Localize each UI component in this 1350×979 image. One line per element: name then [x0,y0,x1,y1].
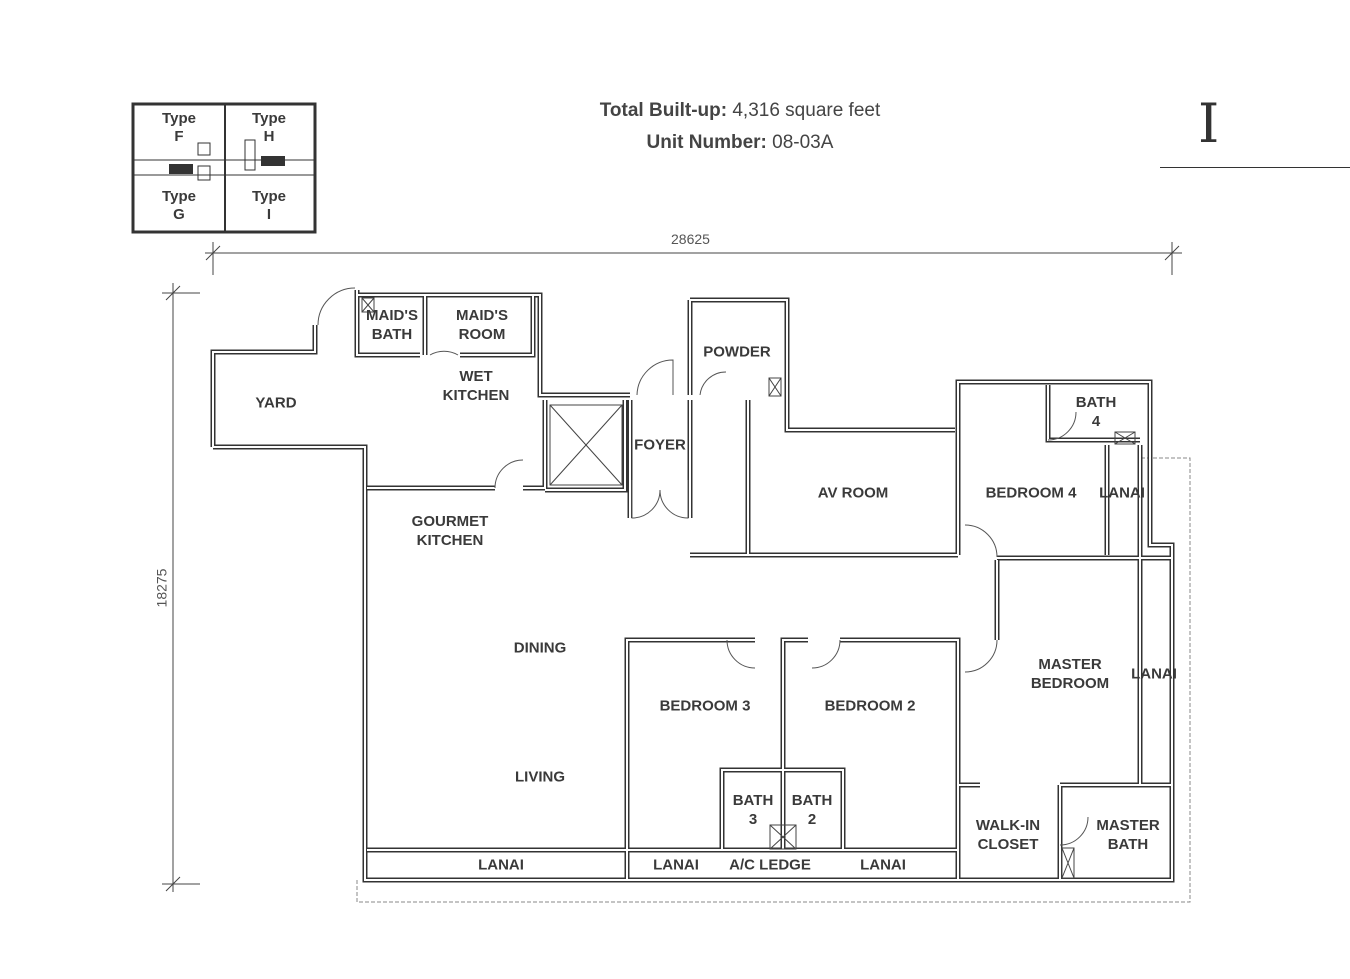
depth-dimension: 18275 [153,568,170,608]
unit-number: Unit Number: 08-03A [440,132,1040,154]
unit-type-title: I [1198,92,1220,155]
room-lanai-bedroom-4: LANAI [1099,484,1145,502]
room-lanai-living: LANAI [478,856,524,874]
room-bedroom-4: BEDROOM 4 [985,484,1077,502]
lift-shaft-icons [361,297,1136,879]
room-living: LIVING [514,768,566,786]
built-up-value: 4,316 square feet [732,100,881,121]
room-lanai-master: LANAI [1131,665,1177,683]
room-ac-ledge: A/C LEDGE [729,856,811,874]
dimension-lines [162,242,1182,892]
unit-number-label: Unit Number: [646,132,767,153]
room-lanai-bedroom-2: LANAI [860,856,906,874]
room-powder: POWDER [703,343,771,361]
balcony-outline [356,457,1191,903]
built-up-label: Total Built-up: [599,100,728,121]
walls-inner [212,290,1173,881]
built-up-area: Total Built-up: 4,316 square feet [440,100,1040,122]
unit-number-value: 08-03A [772,132,834,153]
room-foyer: FOYER [634,436,686,454]
title-divider [1160,167,1350,168]
width-dimension: 28625 [671,231,710,247]
room-bedroom-2: BEDROOM 2 [824,697,916,715]
room-yard: YARD [255,394,297,412]
room-bedroom-3: BEDROOM 3 [659,697,751,715]
key-plan [131,102,317,234]
room-av-room: AV ROOM [817,484,889,502]
walls [210,290,1175,883]
door-swings [317,287,1089,846]
room-dining: DINING [513,639,567,657]
room-lanai-bedroom-3: LANAI [653,856,699,874]
